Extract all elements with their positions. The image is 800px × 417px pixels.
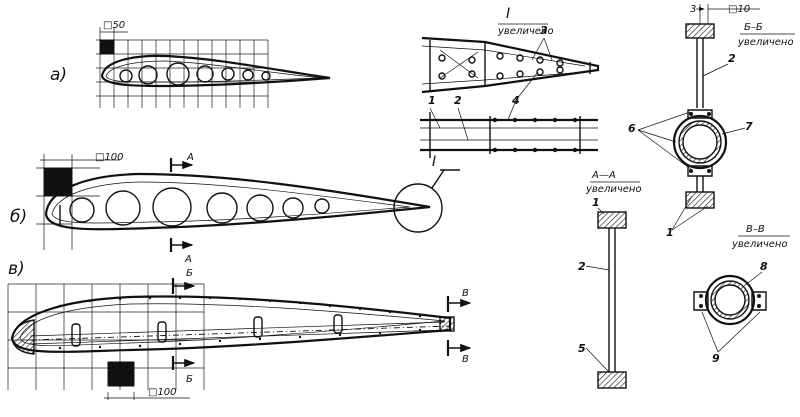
view-b-scale-square <box>43 167 73 197</box>
callout-1-bb: 1 <box>666 226 674 239</box>
section-aa: А—А увеличено 1 2 5 <box>578 170 642 389</box>
section-aa-top-flange <box>597 211 627 229</box>
view-c-scale-label: □100 <box>148 387 177 398</box>
detail-i-title: I <box>506 6 510 22</box>
view-a-airfoil <box>100 54 331 88</box>
section-a-bottom-label: А <box>184 254 192 265</box>
view-c: в) □100 <box>7 259 472 400</box>
detail-i-circle <box>393 183 443 233</box>
callout-9-vv: 9 <box>712 352 720 365</box>
view-a-scale-square <box>99 39 115 55</box>
section-bb-bottom-flange <box>685 191 715 209</box>
section-v-bottom-label: В <box>462 354 469 365</box>
detail-i: I увеличено 3 <box>420 6 600 158</box>
detail-i-subtitle: увеличено <box>497 26 554 37</box>
view-a: а) □50 <box>50 20 331 108</box>
section-vv-tube <box>704 274 756 326</box>
callout-2-detail: 2 <box>454 94 462 107</box>
section-bb-dim-right: □10 <box>728 4 750 15</box>
callout-8-vv: 8 <box>760 260 768 273</box>
section-bb-dim-left: 3 <box>690 4 696 15</box>
callout-4-detail: 4 <box>511 94 520 107</box>
detail-i-rivets <box>438 52 564 80</box>
callout-2-bb: 2 <box>728 52 736 65</box>
callout-7-bb: 7 <box>745 120 753 133</box>
view-c-rib-joints <box>71 314 455 347</box>
callout-2-aa: 2 <box>578 260 586 273</box>
section-aa-subtitle: увеличено <box>585 184 642 195</box>
section-vv-title: В–В <box>746 224 765 235</box>
section-aa-title: А—А <box>591 170 616 181</box>
callout-3-detail: 3 <box>540 24 548 37</box>
section-bb-subtitle: увеличено <box>737 37 794 48</box>
view-c-grid <box>7 283 205 390</box>
section-aa-bottom-flange <box>597 371 627 389</box>
section-bb-top-flange <box>685 23 715 39</box>
view-a-lightening-holes <box>119 62 271 86</box>
section-bb-title: Б–Б <box>744 22 763 33</box>
section-v-top-label: В <box>462 288 469 299</box>
view-a-scale-label: □50 <box>103 20 125 31</box>
section-vv-subtitle: увеличено <box>731 239 788 250</box>
section-bb-tube <box>672 114 728 170</box>
view-c-label: в) <box>8 259 25 279</box>
callout-5-aa: 5 <box>578 342 586 355</box>
section-bb: 3 □10 Б–Б увеличено 2 6 7 1 <box>628 4 795 239</box>
detail-i-marker: I <box>432 154 436 170</box>
view-b-lightening-holes <box>69 187 330 227</box>
callout-6-bb: 6 <box>628 122 636 135</box>
section-vv: В–В увеличено 8 9 <box>693 224 790 365</box>
section-a-top-label: А <box>186 152 194 163</box>
view-a-grid <box>96 39 269 108</box>
callout-1-detail: 1 <box>428 94 436 107</box>
view-a-label: а) <box>50 65 67 85</box>
detail-i-side-rivets <box>492 117 578 153</box>
view-b: б) □100 А А I <box>10 152 460 265</box>
section-b-top-label: Б <box>186 268 193 279</box>
view-c-scale-square <box>107 361 135 387</box>
view-b-airfoil <box>44 172 431 231</box>
section-b-bottom-label: Б <box>186 374 193 385</box>
view-b-label: б) <box>10 207 27 227</box>
callout-1-aa: 1 <box>592 196 600 209</box>
view-b-scale-label: □100 <box>95 152 124 163</box>
view-c-rivets <box>58 296 422 350</box>
